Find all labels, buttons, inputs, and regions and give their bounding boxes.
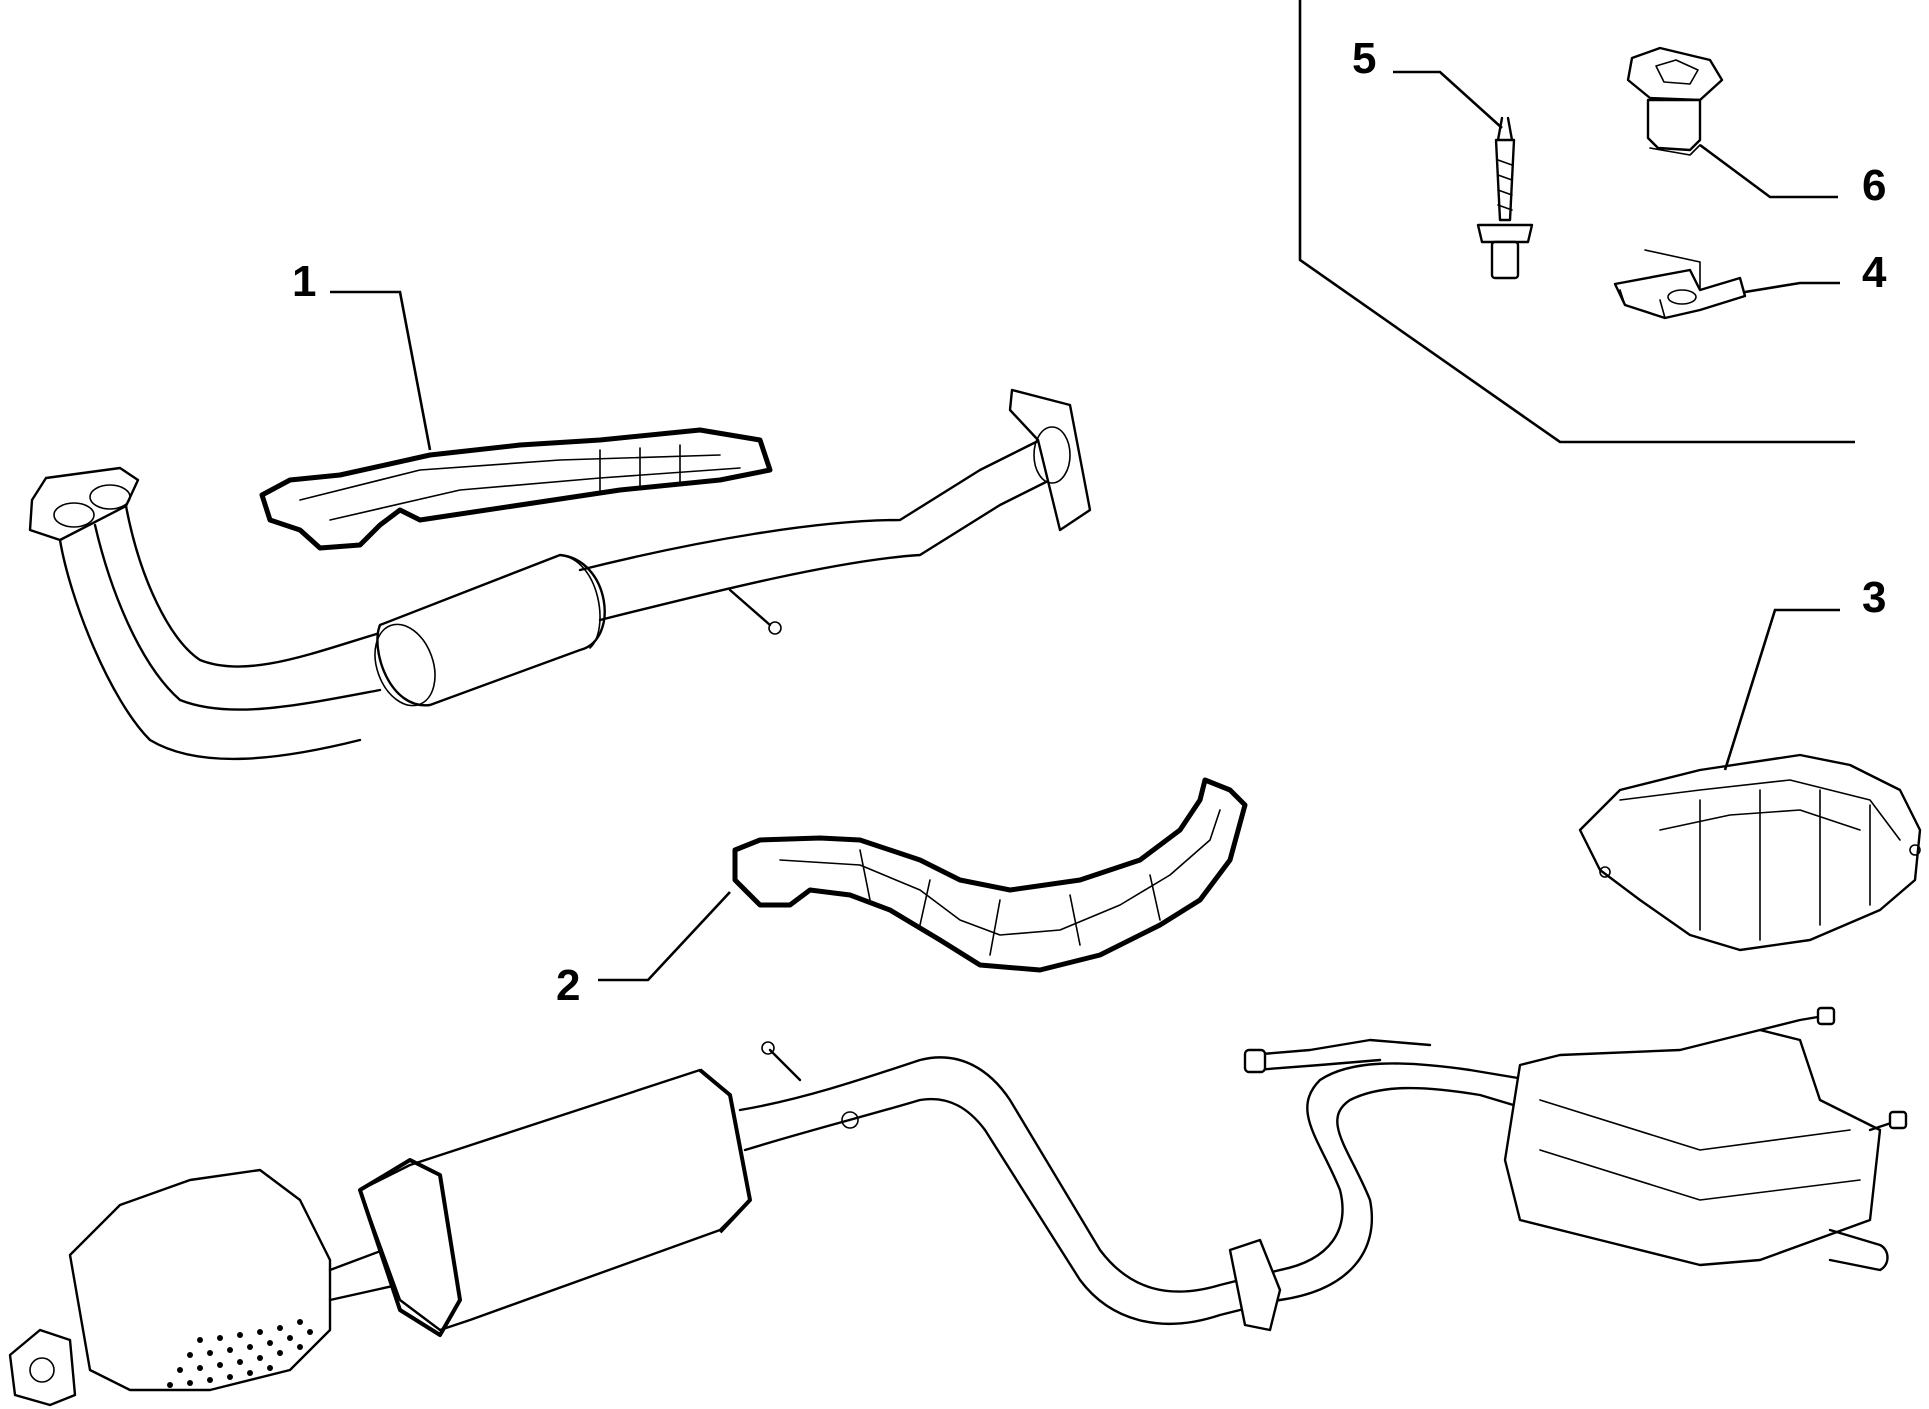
callout-6: 6 bbox=[1862, 161, 1886, 210]
rubber-grommet-6-icon bbox=[1626, 46, 1724, 156]
callout-3: 3 bbox=[1862, 573, 1886, 622]
leader-lines bbox=[330, 70, 1840, 982]
heat-shield-2-icon bbox=[732, 777, 1248, 973]
callout-5: 5 bbox=[1352, 34, 1376, 83]
perforation-pattern bbox=[167, 1319, 313, 1388]
stud-bolt-5-icon bbox=[1476, 116, 1534, 280]
callout-4: 4 bbox=[1862, 248, 1887, 297]
inset-frame bbox=[1298, 0, 1855, 444]
front-pipe-icon bbox=[28, 388, 1092, 761]
callout-1: 1 bbox=[292, 257, 316, 306]
callout-2: 2 bbox=[556, 961, 580, 1010]
heat-shield-1-icon bbox=[259, 427, 773, 551]
rear-exhaust-system-icon bbox=[8, 1006, 1908, 1407]
clip-nut-4-icon bbox=[1613, 249, 1747, 320]
heat-shield-3-icon bbox=[1578, 753, 1922, 952]
